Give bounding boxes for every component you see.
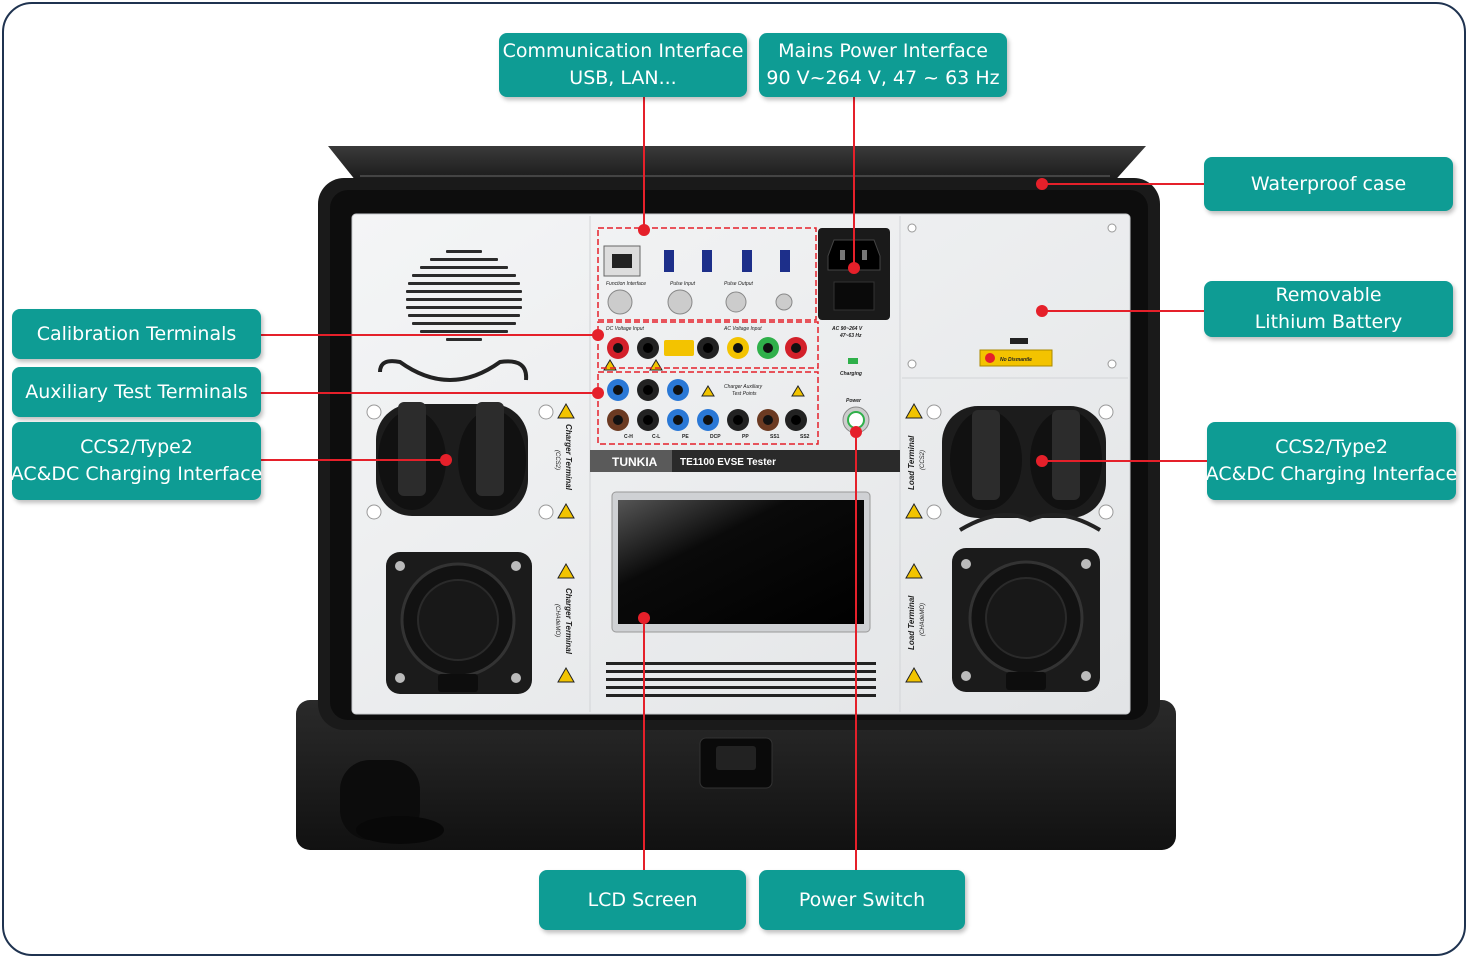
vent-slots [606, 662, 876, 697]
label-charger-auxiliary: Charger Auxiliary [724, 384, 763, 390]
mains-inlet: AC 90~264 V 47~63 Hz [818, 228, 890, 339]
callout-lcd-screen: LCD Screen [539, 870, 746, 930]
label-pulse-input: Pulse Input [670, 281, 696, 287]
callout-power-switch: Power Switch [759, 870, 965, 930]
label-charger-ccs2: Charger Terminal [564, 424, 573, 491]
callout-removable-battery: Removable Lithium Battery [1204, 281, 1453, 337]
callout-ccs-left-line2: AC&DC Charging Interface [10, 463, 263, 485]
label-dc-voltage-input: DC Voltage Input [606, 326, 645, 332]
label-test-points: Test Points [732, 391, 757, 397]
label-ac-rating: AC 90~264 V [831, 326, 863, 332]
callout-communication-line2: USB, LAN... [569, 67, 677, 89]
callout-mains-line1: Mains Power Interface [778, 40, 988, 62]
terminal-side-tags: (CCS2) (CHAdeMO) (CCS2) (CHAdeMO) [554, 450, 926, 637]
leader-power [855, 432, 857, 872]
aux-label-3: DCP [710, 434, 721, 440]
callout-communication-line1: Communication Interface [502, 40, 744, 62]
callout-waterproof-line1: Waterproof case [1250, 172, 1407, 195]
tag-load-chademo: (CHAdeMO) [920, 603, 926, 636]
model-name: TE1100 EVSE Tester [680, 457, 776, 468]
leader-calibration [260, 334, 598, 336]
status-area: Charging Power [840, 358, 870, 434]
label-no-dismantle: No Dismantle [1000, 357, 1032, 363]
callout-ccs-left-line1: CCS2/Type2 [80, 436, 193, 458]
label-load-chademo: Load Terminal [907, 595, 916, 650]
leader-mains [853, 96, 855, 268]
leader-ccs-left [260, 459, 446, 461]
tag-charger-ccs2: (CCS2) [554, 450, 560, 470]
communication-port-area: Function Interface Pulse Input Pulse Out… [597, 227, 817, 321]
aux-label-0: C-H [624, 434, 633, 440]
aux-label-5: SS1 [770, 434, 780, 440]
lcd-screen [611, 491, 871, 633]
case-lid [328, 146, 1146, 186]
aux-label-1: C-L [652, 434, 660, 440]
right-chademo-socket [952, 548, 1100, 692]
aux-label-2: PE [682, 434, 689, 440]
label-load-ccs2: Load Terminal [907, 435, 916, 490]
callout-waterproof-case: Waterproof case [1204, 157, 1453, 211]
label-charger-chademo: Charger Terminal [564, 588, 573, 655]
leader-lcd [643, 618, 645, 872]
terminal-side-labels: Charger Terminal Charger Terminal Load T… [564, 424, 916, 655]
callout-calibration-terminals: Calibration Terminals [12, 309, 261, 359]
callout-mains-line2: 90 V~264 V, 47 ~ 63 Hz [766, 67, 1000, 89]
callout-communication-interface: Communication Interface USB, LAN... [499, 33, 747, 97]
leader-dot-battery [1036, 305, 1048, 317]
label-charging: Charging [840, 371, 862, 377]
panel-screws [366, 223, 1117, 520]
callout-calibration-line1: Calibration Terminals [36, 322, 237, 345]
callout-ccs-right-line1: CCS2/Type2 [1275, 436, 1388, 458]
calibration-terminal-area: DC Voltage Input AC Voltage Input [597, 321, 819, 369]
leader-battery [1042, 310, 1206, 312]
leader-waterproof [1042, 183, 1206, 185]
auxiliary-terminal-area: Charger Auxiliary Test Points C-H C-L PE… [597, 371, 819, 445]
leader-dot-communication [638, 224, 650, 236]
leader-dot-auxiliary [592, 387, 604, 399]
callout-lcd-line1: LCD Screen [587, 888, 698, 911]
brand-name: TUNKIA [612, 455, 658, 469]
label-power: Power [846, 398, 862, 404]
leader-dot-waterproof [1036, 178, 1048, 190]
callout-auxiliary-line1: Auxiliary Test Terminals [25, 380, 248, 403]
brand-strip: TUNKIA TE1100 EVSE Tester [590, 450, 900, 472]
leader-dot-ccs-right [1036, 455, 1048, 467]
leader-ccs-right [1042, 460, 1208, 462]
callout-battery-line1: Removable [1275, 284, 1382, 306]
label-ac-freq: 47~63 Hz [839, 333, 862, 339]
label-function-interface: Function Interface [606, 281, 646, 287]
tag-charger-chademo: (CHAdeMO) [554, 604, 560, 637]
battery-compartment: No Dismantle [979, 338, 1053, 367]
leader-dot-mains [848, 262, 860, 274]
callout-battery-line2: Lithium Battery [1254, 311, 1403, 333]
callout-auxiliary-test-terminals: Auxiliary Test Terminals [12, 367, 261, 417]
tag-load-ccs2: (CCS2) [920, 450, 926, 470]
left-chademo-socket [386, 552, 532, 694]
label-ac-voltage-input: AC Voltage Input [723, 326, 762, 332]
leader-dot-power [850, 426, 862, 438]
label-pulse-output: Pulse Output [724, 281, 754, 287]
leader-communication [643, 96, 645, 230]
callout-ccs2-right: CCS2/Type2 AC&DC Charging Interface [1205, 422, 1458, 500]
callout-mains-power-interface: Mains Power Interface 90 V~264 V, 47 ~ 6… [759, 33, 1007, 97]
callout-power-line1: Power Switch [798, 888, 926, 911]
leader-dot-calibration [592, 329, 604, 341]
callout-ccs2-left: CCS2/Type2 AC&DC Charging Interface [10, 422, 263, 500]
leader-dot-lcd [638, 612, 650, 624]
leader-auxiliary [260, 392, 598, 394]
aux-label-4: PP [742, 434, 749, 440]
callout-ccs-right-line2: AC&DC Charging Interface [1205, 463, 1458, 485]
aux-label-6: SS2 [800, 434, 810, 440]
speaker-grille [406, 250, 522, 341]
leader-dot-ccs-left [440, 454, 452, 466]
right-ccs2-socket [942, 406, 1106, 532]
